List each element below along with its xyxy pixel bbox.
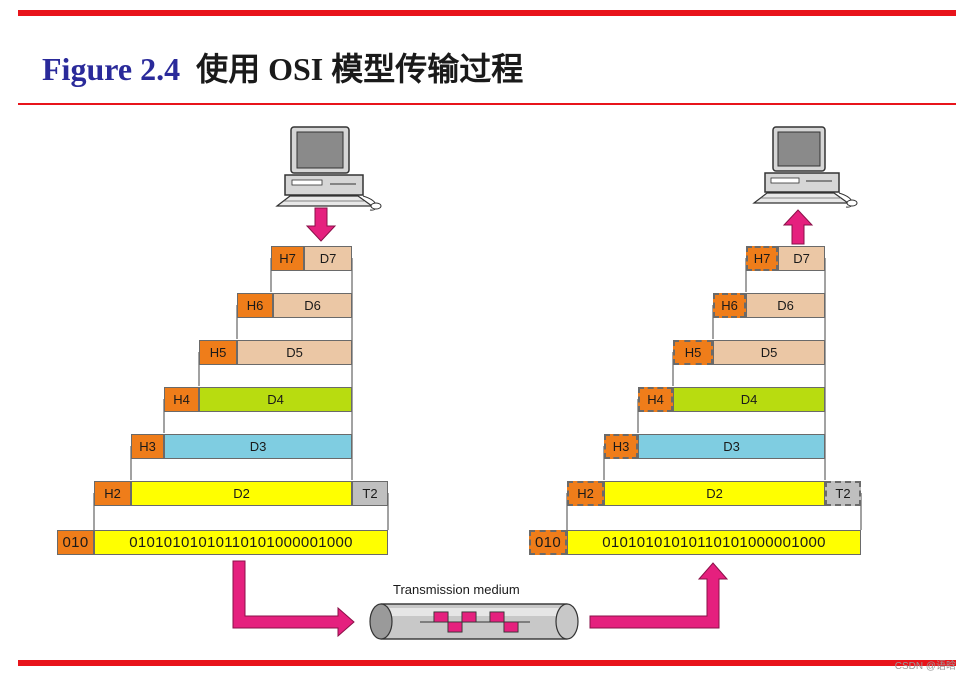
sender-header-h4: H4	[164, 387, 199, 412]
sender-data-d3: D3	[164, 434, 352, 459]
title-underline	[18, 103, 956, 105]
bottom-red-rule	[18, 660, 956, 666]
receiver-header-h7: H7	[746, 246, 778, 271]
sender-bitstream: 01010101010110101000001000	[94, 530, 388, 555]
receiver-data-d2: D2	[604, 481, 825, 506]
receiver-header-h6: H6	[713, 293, 746, 318]
receiver-header-h5: H5	[673, 340, 713, 365]
receiver-computer-icon	[752, 126, 858, 208]
sender-physical-header: 010	[57, 530, 94, 555]
sender-header-h2: H2	[94, 481, 131, 506]
receiver-header-h2: H2	[567, 481, 604, 506]
sender-down-arrow	[305, 207, 337, 242]
sender-header-h5: H5	[199, 340, 237, 365]
slide-title: Figure 2.4 使用 OSI 模型传输过程	[42, 44, 523, 90]
figure-caption: 使用 OSI 模型传输过程	[196, 51, 524, 87]
receiver-data-d3: D3	[638, 434, 825, 459]
watermark: CSDN @语晗	[894, 661, 956, 672]
receiver-data-d4: D4	[673, 387, 825, 412]
sender-data-d5: D5	[237, 340, 352, 365]
top-red-rule	[18, 10, 956, 16]
sender-header-h6: H6	[237, 293, 273, 318]
sender-data-d7: D7	[304, 246, 352, 271]
sender-data-d2: D2	[131, 481, 352, 506]
transmission-medium-label: Transmission medium	[393, 582, 520, 597]
receiver-physical-header: 010	[529, 530, 567, 555]
receiver-header-h4: H4	[638, 387, 673, 412]
figure-number: Figure 2.4	[42, 51, 181, 87]
sender-header-h3: H3	[131, 434, 164, 459]
sender-computer-icon	[275, 126, 382, 211]
medium-to-receiver-arrow	[589, 562, 729, 629]
receiver-data-d7: D7	[778, 246, 825, 271]
receiver-data-d6: D6	[746, 293, 825, 318]
receiver-data-d5: D5	[713, 340, 825, 365]
transmission-medium-cable	[369, 603, 579, 640]
sender-trailer-t2: T2	[352, 481, 388, 506]
receiver-bitstream: 01010101010110101000001000	[567, 530, 861, 555]
sender-to-medium-arrow	[232, 560, 355, 638]
sender-data-d4: D4	[199, 387, 352, 412]
receiver-up-arrow	[782, 209, 814, 245]
sender-data-d6: D6	[273, 293, 352, 318]
sender-header-h7: H7	[271, 246, 304, 271]
receiver-trailer-t2: T2	[825, 481, 861, 506]
receiver-header-h3: H3	[604, 434, 638, 459]
